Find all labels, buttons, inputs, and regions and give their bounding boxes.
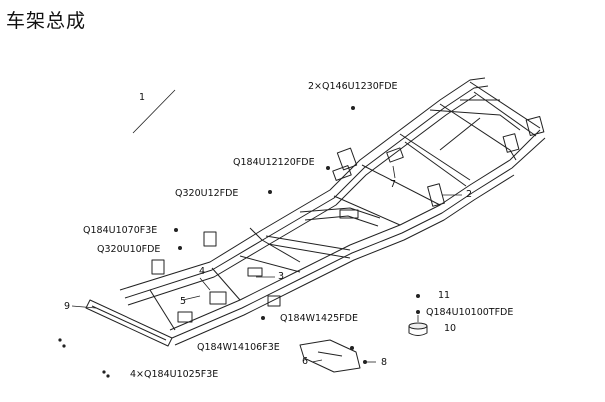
part-label-2x-q146u1230fde: 2×Q146U1230FDE <box>308 81 398 92</box>
callout-10: 10 <box>444 323 457 334</box>
callout-3: 3 <box>278 271 285 282</box>
loose-bracket-part <box>299 339 361 373</box>
part-label-q184w14106f3e: Q184W14106F3E <box>197 342 280 353</box>
callout-8: 8 <box>381 357 388 368</box>
callout-9: 9 <box>64 301 71 312</box>
left-side-rail <box>119 77 489 306</box>
part-label-q320u12fde: Q320U12FDE <box>175 188 239 199</box>
cross-members <box>149 81 541 331</box>
part-label-q184u10100tfde: Q184U10100TFDE <box>426 307 514 318</box>
rear-brace <box>429 99 521 151</box>
part-label-q184u12120fde: Q184U12120FDE <box>233 157 315 168</box>
brackets <box>151 115 545 323</box>
leader-lines <box>71 89 462 363</box>
callout-2: 2 <box>466 189 473 200</box>
fastener-markers <box>58 106 420 378</box>
callout-5: 5 <box>180 296 187 307</box>
rubber-bushing-part <box>408 322 428 336</box>
part-label-q320u10fde: Q320U10FDE <box>97 244 161 255</box>
callout-11: 11 <box>438 290 451 301</box>
callout-4: 4 <box>199 266 206 277</box>
callout-7: 7 <box>390 179 397 190</box>
part-label-q184u1070f3e: Q184U1070F3E <box>83 225 158 236</box>
part-label-4x-q184u1025f3e: 4×Q184U1025F3E <box>130 369 219 380</box>
callout-6: 6 <box>302 356 309 367</box>
page-title: 车架总成 <box>6 10 87 32</box>
front-bumper-beam <box>85 299 173 347</box>
callout-1: 1 <box>139 92 146 103</box>
centre-brace <box>249 207 381 263</box>
part-label-q184w1425fde: Q184W1425FDE <box>280 313 358 324</box>
